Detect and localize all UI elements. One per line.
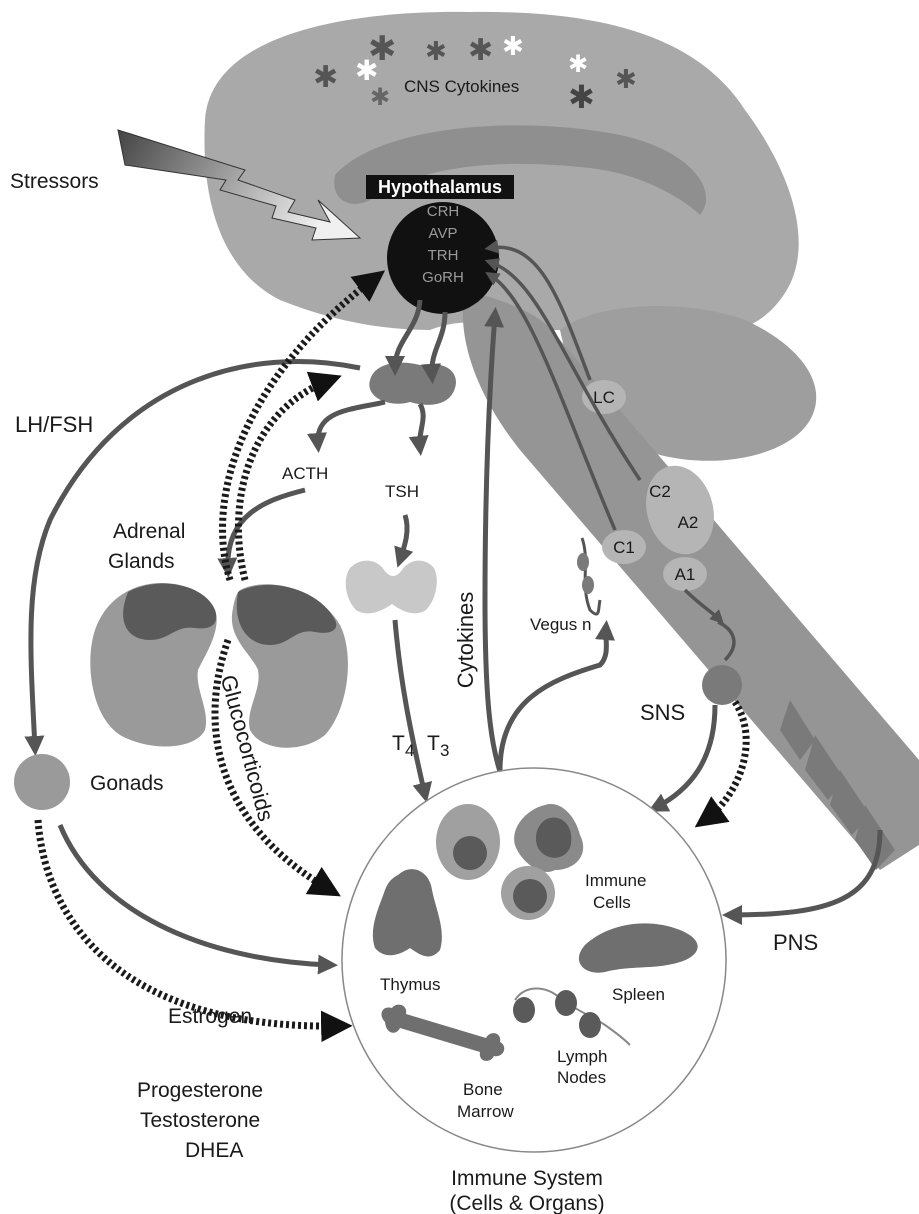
thymus-label: Thymus	[380, 975, 440, 994]
cytokines-label: Cytokines	[453, 592, 478, 689]
lymph-label-1: Lymph	[557, 1047, 607, 1066]
immune-cells-label-1: Immune	[585, 871, 646, 890]
a2-label: A2	[678, 513, 699, 532]
thyroid-to-immune-arrow	[395, 620, 425, 795]
bone-label-2: Marrow	[457, 1102, 514, 1121]
t3-subscript: 3	[440, 741, 449, 760]
thyroid-gland	[346, 561, 437, 614]
glucocorticoids-to-hypothalamus	[223, 278, 375, 580]
spleen-label: Spleen	[612, 985, 665, 1004]
pituitary-to-acth-arrow	[318, 402, 385, 445]
t3-label: T	[427, 732, 440, 755]
immune-cells-label-2: Cells	[593, 893, 631, 912]
vegus-label: Vegus n	[530, 615, 591, 634]
crh-label: CRH	[427, 203, 460, 220]
lh-fsh-label: LH/FSH	[15, 412, 93, 437]
svg-text:✱: ✱	[615, 65, 637, 95]
bone-label-1: Bone	[463, 1080, 503, 1099]
svg-text:✱: ✱	[313, 60, 338, 95]
svg-text:✱: ✱	[568, 78, 595, 116]
svg-text:✱: ✱	[425, 37, 447, 67]
acth-label: ACTH	[282, 464, 328, 483]
lc-label: LC	[593, 388, 615, 407]
svg-text:✱: ✱	[370, 83, 390, 111]
tsh-to-thyroid-arrow	[400, 515, 407, 560]
gorh-label: GoRH	[422, 269, 464, 286]
t4-label: T	[392, 732, 405, 755]
adrenal-label: Adrenal	[113, 520, 185, 543]
progesterone-label: Progesterone	[137, 1079, 263, 1102]
cns-cytokines-label: CNS Cytokines	[404, 77, 519, 96]
pns-label: PNS	[773, 930, 818, 955]
avp-label: AVP	[429, 225, 458, 242]
stressors-label: Stressors	[10, 170, 99, 193]
svg-text:✱: ✱	[502, 32, 524, 62]
c1-label: C1	[613, 538, 635, 557]
estrogen-arrow	[60, 825, 330, 965]
gonads-node	[14, 754, 70, 810]
pituitary-gland	[369, 363, 456, 405]
lymph-label-2: Nodes	[557, 1068, 606, 1087]
svg-text:✱: ✱	[468, 33, 493, 68]
t4-subscript: 4	[405, 741, 414, 760]
sns-label: SNS	[640, 700, 685, 725]
trh-label: TRH	[428, 247, 459, 264]
dhea-label: DHEA	[185, 1139, 243, 1162]
tsh-label: TSH	[385, 482, 419, 501]
hypothalamus-label: Hypothalamus	[378, 177, 502, 197]
glands-label: Glands	[108, 550, 175, 573]
testosterone-label: Testosterone	[140, 1109, 260, 1132]
vegus-arrow	[500, 628, 606, 770]
left-kidney	[90, 583, 216, 747]
c2-label: C2	[649, 482, 671, 501]
pituitary-to-tsh-arrow	[420, 404, 423, 448]
immune-system-caption-2: (Cells & Organs)	[449, 1192, 604, 1214]
sns-ganglion	[702, 665, 742, 705]
gonads-label: Gonads	[90, 772, 164, 795]
progesterone-dotted-arrow	[38, 820, 340, 1026]
a1-label: A1	[675, 565, 696, 584]
sns-dotted-arrow	[705, 702, 746, 820]
immune-system-caption-1: Immune System	[451, 1167, 603, 1190]
vagus-nerve-path	[582, 538, 600, 614]
svg-text:✱: ✱	[568, 50, 588, 78]
